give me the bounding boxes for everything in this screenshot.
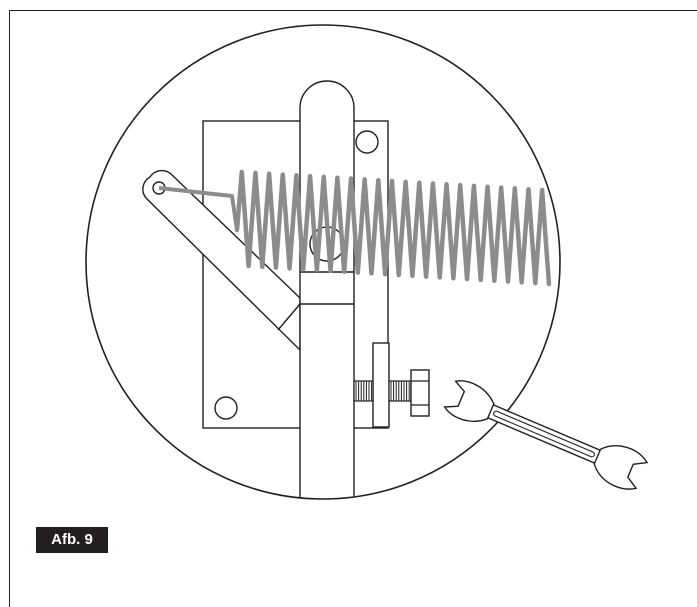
- wrench-icon: [443, 380, 649, 490]
- figure-frame: [9, 10, 697, 607]
- figure-label: Afb. 9: [36, 527, 108, 553]
- screw-block: [372, 342, 390, 428]
- spring: [234, 169, 552, 287]
- screw-thread-left: [353, 380, 374, 402]
- detail-circle: [85, 24, 561, 500]
- screw-thread-right: [388, 380, 412, 402]
- spring-hook-wire: [158, 186, 239, 231]
- plate-hole-top-right: [355, 130, 379, 154]
- hex-nut: [410, 369, 430, 417]
- plate-hole-bottom-left: [214, 396, 238, 420]
- vertical-bar: [299, 80, 355, 499]
